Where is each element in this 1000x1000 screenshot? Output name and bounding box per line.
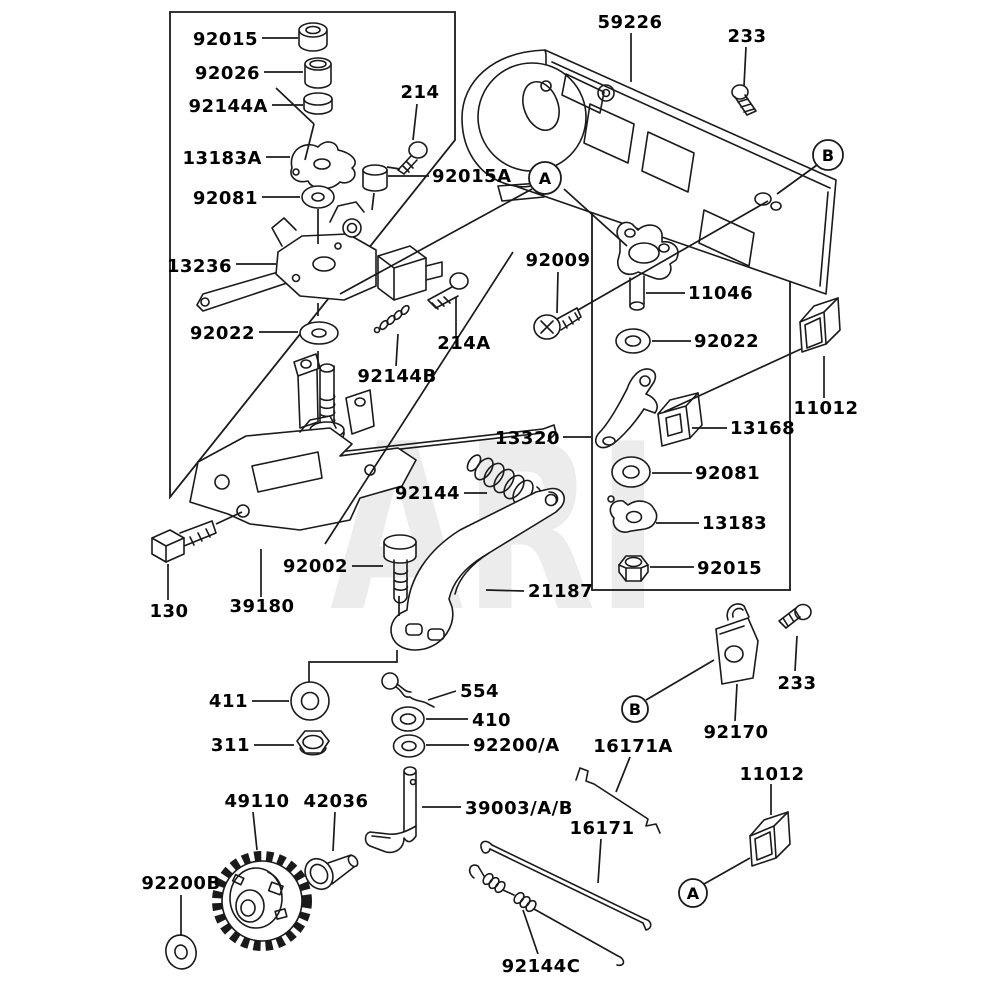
marker-a-bottom-letter: A [687,884,700,903]
view-markers: A B B A [528,139,844,908]
label-13168: 13168 [730,418,795,439]
part-39003-rod-drawing [364,766,417,854]
label-92022-left: 92022 [190,323,255,344]
part-11012-cap-lower-drawing [749,811,791,867]
label-311: 311 [211,735,250,756]
label-92015-top: 92015 [193,29,258,50]
part-16171A-wire-drawing [575,767,661,834]
label-92200B: 92200B [141,873,220,894]
label-92026: 92026 [195,63,260,84]
part-13168-holder-drawing [657,392,703,447]
part-92081-washer-right-drawing [611,456,651,488]
label-92002: 92002 [283,556,348,577]
label-92144A: 92144A [188,96,268,117]
part-11012-cap-upper-drawing [799,297,841,353]
label-13183A: 13183A [182,148,262,169]
label-92170: 92170 [703,722,768,743]
label-92144: 92144 [395,483,460,504]
label-214: 214 [400,82,439,103]
part-11046-bracket-drawing [616,221,679,311]
marker-a-circle-top [528,161,562,195]
part-92081-washer-top-drawing [301,185,335,209]
label-92144B: 92144B [357,366,436,387]
label-233-lower: 233 [777,673,816,694]
part-92144B-spring-drawing [373,304,410,334]
label-16171A: 16171A [593,736,673,757]
part-214-screw-drawing [397,141,428,175]
label-49110: 49110 [224,791,289,812]
label-11012-lower: 11012 [739,764,804,785]
marker-a-circle-bottom [678,878,708,908]
label-39180: 39180 [229,596,294,617]
label-13236: 13236 [167,256,232,277]
label-59226: 59226 [597,12,662,33]
part-92015-nut-drawing [298,22,328,52]
part-39180-base-bracket-drawing [189,415,557,531]
part-16171-wire-drawing [480,840,652,931]
part-13320-lever-drawing [595,368,658,449]
marker-b-circle-top [812,139,844,171]
leader-lines [167,33,825,955]
label-21187: 21187 [528,581,593,602]
label-410: 410 [472,710,511,731]
marker-b-bottom-letter: B [629,700,641,719]
label-92015A: 92015A [432,166,512,187]
part-92022-washer-right-drawing [615,328,651,354]
part-21187-arm-drawing [390,487,565,651]
part-59226-control-panel-drawing [461,49,837,295]
part-13236-lever-assembly-drawing [196,201,443,312]
part-labels: 92015 92026 92144A 13183A 92081 214 9201… [141,12,858,977]
part-554-pin-drawing [381,672,435,708]
part-13183A-plate-drawing [290,141,356,190]
marker-b-circle-bottom [621,695,649,723]
part-92009-screw-drawing [533,307,582,340]
label-13320: 13320 [495,428,560,449]
label-16171: 16171 [569,818,634,839]
marker-b-top-letter: B [822,146,834,165]
part-311-nut-drawing [296,730,330,756]
label-42036: 42036 [303,791,368,812]
part-233-screw-lower-drawing [778,603,812,629]
label-130: 130 [149,601,188,622]
part-92200A-washer-drawing [392,734,426,758]
part-411-washer-drawing [290,681,330,721]
part-214A-bolt-drawing [427,272,469,310]
label-13183: 13183 [702,513,767,534]
part-13183-plate-drawing [607,495,658,533]
label-92022-right: 92022 [694,331,759,352]
part-410-washer-drawing [391,706,425,732]
part-92022-washer-left-drawing [299,321,339,345]
label-214A: 214A [437,333,491,354]
part-49110-gear-drawing [212,851,312,951]
part-92002-bolt-drawing [383,534,417,604]
label-39003AB: 39003/A/B [465,798,573,819]
label-11046: 11046 [688,283,753,304]
part-42036-pin-drawing [304,854,359,891]
marker-a-top-letter: A [539,169,552,188]
part-92015-nut-right-drawing [618,555,649,582]
part-92144C-spring-drawing [468,864,625,967]
label-233-top: 233 [727,26,766,47]
label-92081-top: 92081 [193,188,258,209]
part-92170-clamp-drawing [715,603,759,685]
label-92144C: 92144C [502,956,581,977]
label-92009: 92009 [525,250,590,271]
part-92026-bushing-drawing [304,57,332,89]
part-130-bolt-drawing [151,520,217,563]
part-92200B-washer-drawing [165,934,197,970]
part-233-screw-top-drawing [731,84,757,116]
label-92200A: 92200/A [473,735,560,756]
part-92144A-spring-washer-drawing [303,92,333,115]
label-411: 411 [209,691,248,712]
detail-box-1 [169,11,456,500]
part-92015A-cap-drawing [362,164,388,192]
label-11012-upper: 11012 [793,398,858,419]
label-554: 554 [460,681,499,702]
label-92015-right: 92015 [697,558,762,579]
label-92081-right: 92081 [695,463,760,484]
